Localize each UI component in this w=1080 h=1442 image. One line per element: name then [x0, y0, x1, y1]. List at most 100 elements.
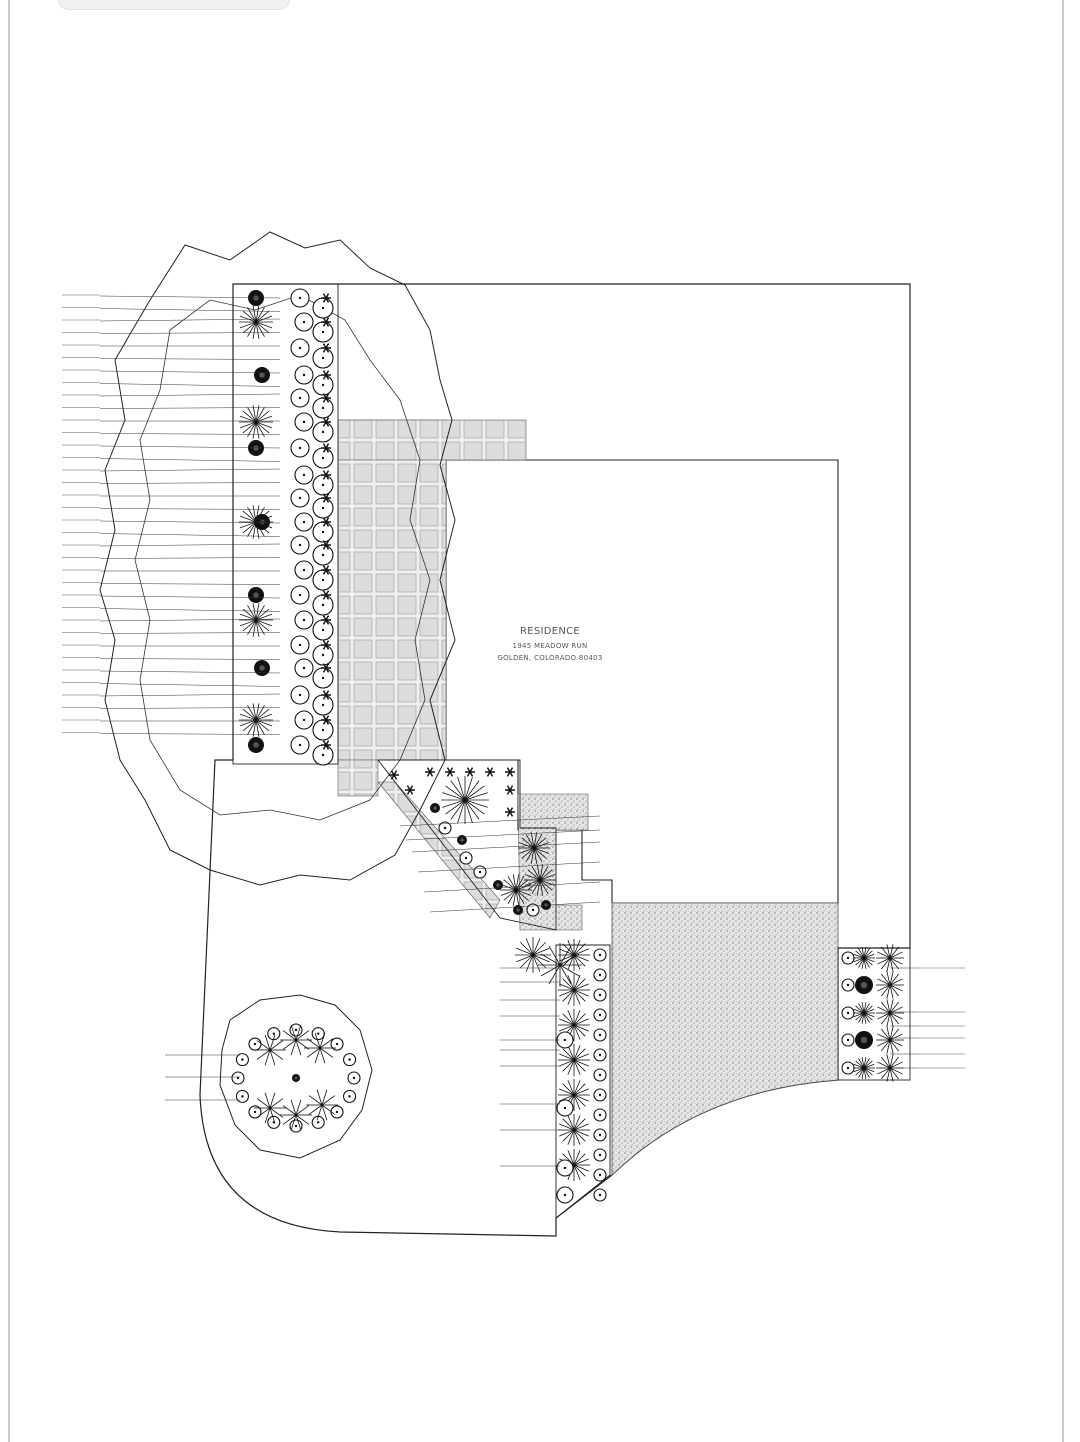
- perennial-icon: [321, 615, 331, 625]
- shrub-icon: [312, 421, 334, 443]
- shrub-icon: [312, 447, 334, 469]
- shrub-icon: [841, 1006, 855, 1020]
- shrub-icon: [290, 338, 310, 358]
- shrub-icon: [290, 535, 310, 555]
- shrub-dark-icon: [457, 835, 467, 845]
- perennial-icon: [321, 565, 331, 575]
- perennial-icon: [321, 393, 331, 403]
- shrub-icon: [248, 1037, 262, 1051]
- shrub-icon: [593, 1108, 607, 1122]
- residence-title: RESIDENCE: [520, 626, 580, 637]
- shrub-icon: [593, 1068, 607, 1082]
- shrub-icon: [294, 610, 314, 630]
- ornamental-grass-icon: [853, 1057, 875, 1079]
- diagonal-walk: [377, 781, 501, 919]
- ornamental-grass-icon: [558, 974, 590, 1006]
- perennial-icon: [485, 767, 495, 777]
- shrub-icon: [290, 488, 310, 508]
- perennial-icon: [321, 343, 331, 353]
- perennial-icon: [321, 417, 331, 427]
- shrub-icon: [267, 1027, 281, 1041]
- shrub-icon: [312, 667, 334, 689]
- shrub-icon: [235, 1089, 249, 1103]
- shrub-icon: [248, 1105, 262, 1119]
- south-bed: [555, 944, 611, 1219]
- perennial-icon: [321, 470, 331, 480]
- shrub-icon: [290, 388, 310, 408]
- perennial-icon: [321, 517, 331, 527]
- shrub-icon: [347, 1071, 361, 1085]
- ornamental-grass-icon: [853, 947, 875, 969]
- shrub-icon: [312, 347, 334, 369]
- shrub-icon: [290, 735, 310, 755]
- shrub-icon: [841, 951, 855, 965]
- plant-symbols: [231, 288, 904, 1204]
- perennial-icon: [321, 663, 331, 673]
- residence-address-line1: 1945 MEADOW RUN: [512, 642, 587, 650]
- perennial-icon: [321, 590, 331, 600]
- shrub-icon: [312, 544, 334, 566]
- shrub-icon: [289, 1023, 303, 1037]
- large-tree-canopy: [99, 231, 456, 886]
- shrub-icon: [312, 521, 334, 543]
- shrub-icon: [556, 1099, 574, 1117]
- shrub-icon: [593, 1088, 607, 1102]
- ornamental-grass-icon: [239, 603, 273, 637]
- shrub-icon: [459, 851, 473, 865]
- shrub-icon: [294, 560, 314, 580]
- shrub-icon: [235, 1053, 249, 1067]
- shrub-icon: [330, 1037, 344, 1051]
- shrub-icon: [294, 365, 314, 385]
- shrub-icon: [312, 619, 334, 641]
- shrub-dark-icon: [430, 803, 440, 813]
- perennial-icon: [405, 785, 415, 795]
- perennial-icon: [321, 540, 331, 550]
- perennial-icon: [425, 767, 435, 777]
- shrub-icon: [841, 1061, 855, 1075]
- shrub-icon: [312, 297, 334, 319]
- shrub-icon: [294, 312, 314, 332]
- shrub-icon: [312, 474, 334, 496]
- perennial-icon: [445, 767, 455, 777]
- gravel-driveway: [611, 902, 839, 1176]
- perennial-icon: [280, 1099, 312, 1131]
- ornamental-grass-icon: [558, 1114, 590, 1146]
- shrub-dark-icon: [493, 880, 503, 890]
- shrub-icon: [312, 397, 334, 419]
- shrub-icon: [312, 374, 334, 396]
- ornamental-grass-icon: [239, 305, 273, 339]
- ornamental-grass-icon: [558, 1044, 590, 1076]
- shrub-dark-icon: [248, 587, 264, 603]
- perennial-icon: [280, 1024, 312, 1056]
- shrub-icon: [290, 585, 310, 605]
- shrub-icon: [526, 903, 540, 917]
- shrub-icon: [312, 594, 334, 616]
- patio-pavers-top: [337, 419, 527, 461]
- canopy-inner-1: [134, 294, 431, 821]
- shrub-icon: [593, 1048, 607, 1062]
- shrub-icon: [473, 865, 487, 879]
- shrub-icon: [311, 1027, 325, 1041]
- shrub-dark-icon: [254, 367, 270, 383]
- shrub-icon: [438, 821, 452, 835]
- perennial-icon: [321, 443, 331, 453]
- shrub-icon: [231, 1071, 245, 1085]
- shrub-icon: [841, 978, 855, 992]
- ornamental-grass-icon: [876, 971, 904, 999]
- perennial-icon: [505, 767, 515, 777]
- perennial-icon: [254, 1034, 286, 1066]
- shrub-icon: [311, 1115, 325, 1129]
- ornamental-grass-icon: [538, 943, 582, 987]
- shrub-icon: [593, 1008, 607, 1022]
- shrub-icon: [312, 321, 334, 343]
- ornamental-grass-icon: [239, 703, 273, 737]
- shrub-icon: [312, 497, 334, 519]
- shrub-dark-icon: [855, 1031, 873, 1049]
- shrub-icon: [312, 744, 334, 766]
- shrub-icon: [267, 1115, 281, 1129]
- shrub-icon: [290, 635, 310, 655]
- shrub-icon: [593, 948, 607, 962]
- shrub-icon: [289, 1119, 303, 1133]
